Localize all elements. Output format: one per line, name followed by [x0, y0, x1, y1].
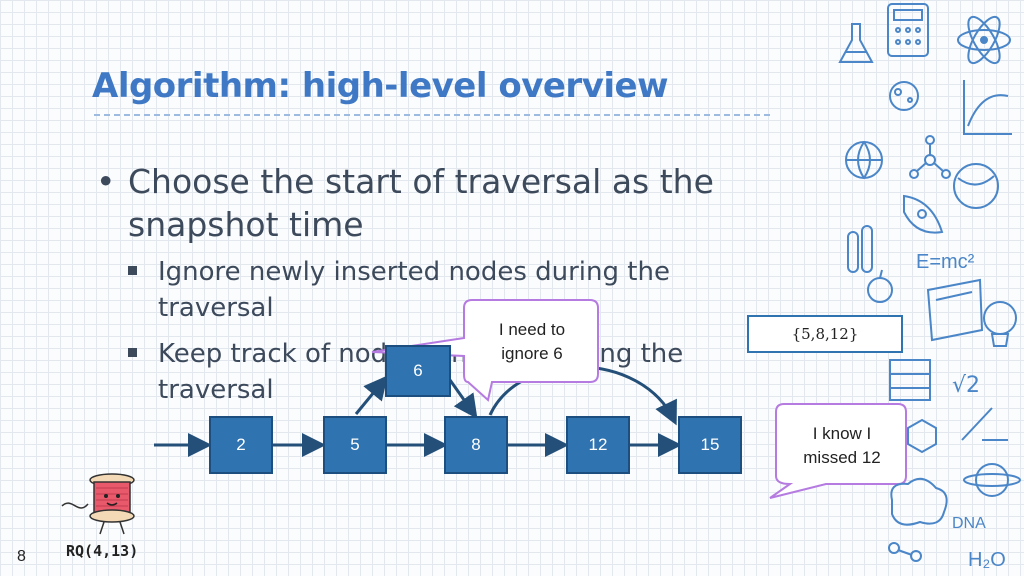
slide-number: 8: [17, 548, 26, 565]
brain-icon: [890, 477, 948, 526]
main-bullet-text: Choose the start of traversal as the sna…: [128, 162, 714, 244]
callout-ignore-bubble: [371, 299, 599, 402]
flask-icon: [838, 23, 874, 63]
callout-missed-bubble: [769, 403, 907, 499]
square-bullet-icon: [128, 266, 137, 275]
molecule-icon: [909, 135, 951, 179]
globe-icon: [953, 163, 999, 209]
list-node: 2: [209, 416, 273, 474]
title-divider: [94, 114, 770, 116]
calculator-icon: [887, 3, 929, 57]
square-bullet-icon: [128, 348, 137, 357]
edge-6-8: [448, 379, 478, 419]
science-doodles: E=mc² √2 H₂O DNA: [838, 3, 1021, 571]
callout-missed-text: I know I missed 12: [803, 424, 881, 467]
svg-text:H₂O: H₂O: [968, 549, 1006, 571]
bullet-marker: •: [96, 162, 116, 201]
list-node: 15: [678, 416, 742, 474]
list-node: 12: [566, 416, 630, 474]
removed-set-box: {5,8,12}: [747, 315, 903, 353]
graph-icon: [963, 80, 1012, 135]
slide-title: Algorithm: high-level overview: [92, 66, 668, 106]
planet-icon: [963, 463, 1021, 497]
lightbulb-icon: [983, 301, 1017, 347]
svg-text:DNA: DNA: [952, 515, 986, 532]
apple-icon: [867, 269, 893, 303]
sub-bullet-text: Ignore newly inserted nodes during the t…: [158, 257, 670, 323]
inserted-node: 6: [385, 345, 451, 397]
atom-icon: [957, 15, 1011, 65]
spool-mascot-icon: [61, 473, 135, 535]
edge-5-6: [354, 375, 388, 415]
hexagon-icon: [907, 418, 937, 454]
microscope-icon: [961, 407, 1008, 441]
globe-icon: [845, 141, 883, 179]
svg-text:E=mc²: E=mc²: [916, 251, 975, 273]
rocket-icon: [903, 194, 944, 234]
callout-ignore-text: I need to ignore 6: [498, 320, 566, 363]
book-icon: [926, 278, 984, 342]
list-node: 8: [444, 416, 508, 474]
molecule-icon: [888, 542, 922, 562]
bacteria-icon: [889, 81, 919, 111]
svg-text:√2: √2: [952, 373, 980, 398]
range-query-label: RQ(4,13): [66, 542, 139, 560]
test-tube-icon: [847, 225, 873, 273]
abacus-icon: [889, 359, 931, 401]
list-node: 5: [323, 416, 387, 474]
